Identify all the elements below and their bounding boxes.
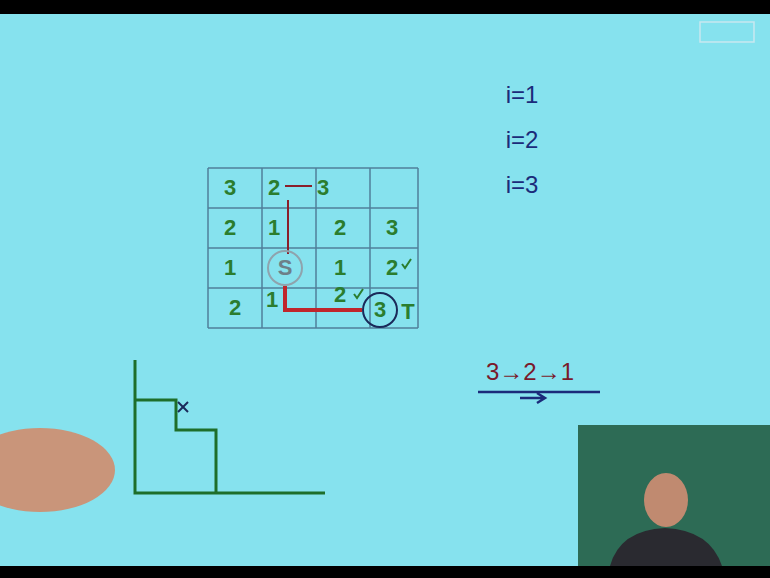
backtrace-note: 3→2→1: [486, 360, 574, 384]
logo-box: [700, 22, 754, 42]
iteration-note: i=1: [506, 83, 539, 107]
staircase-plot: [135, 360, 325, 493]
node-text: S: [278, 257, 293, 279]
speaker-video: [578, 425, 770, 566]
grid-number: 2: [268, 177, 280, 199]
grid-number: 1: [266, 289, 278, 311]
grid-number: 2: [229, 297, 241, 319]
grid: [208, 168, 418, 328]
source-circle: S: [267, 250, 303, 286]
node-text: 3: [374, 299, 386, 321]
bottom-bar: [0, 566, 770, 578]
grid-number: 3: [386, 217, 398, 239]
grid-number: 3: [317, 177, 329, 199]
grid-number: 2: [386, 257, 398, 279]
direction-arrow: [478, 392, 600, 403]
trace-path: [285, 186, 312, 254]
target-mark: T: [401, 301, 414, 323]
iteration-note: i=2: [506, 128, 539, 152]
hand: [0, 428, 115, 512]
grid-number: 2: [224, 217, 236, 239]
grid-number: 3: [224, 177, 236, 199]
grid-number: 1: [224, 257, 236, 279]
grid-number: 2: [334, 284, 346, 306]
grid-number: 2: [334, 217, 346, 239]
grid-number: 1: [334, 257, 346, 279]
route-path: [285, 286, 362, 310]
top-bar: [0, 0, 770, 14]
cross-mark: [178, 402, 188, 412]
grid-number: 1: [268, 217, 280, 239]
iteration-note: i=3: [506, 173, 539, 197]
target-circle: 3: [362, 292, 398, 328]
